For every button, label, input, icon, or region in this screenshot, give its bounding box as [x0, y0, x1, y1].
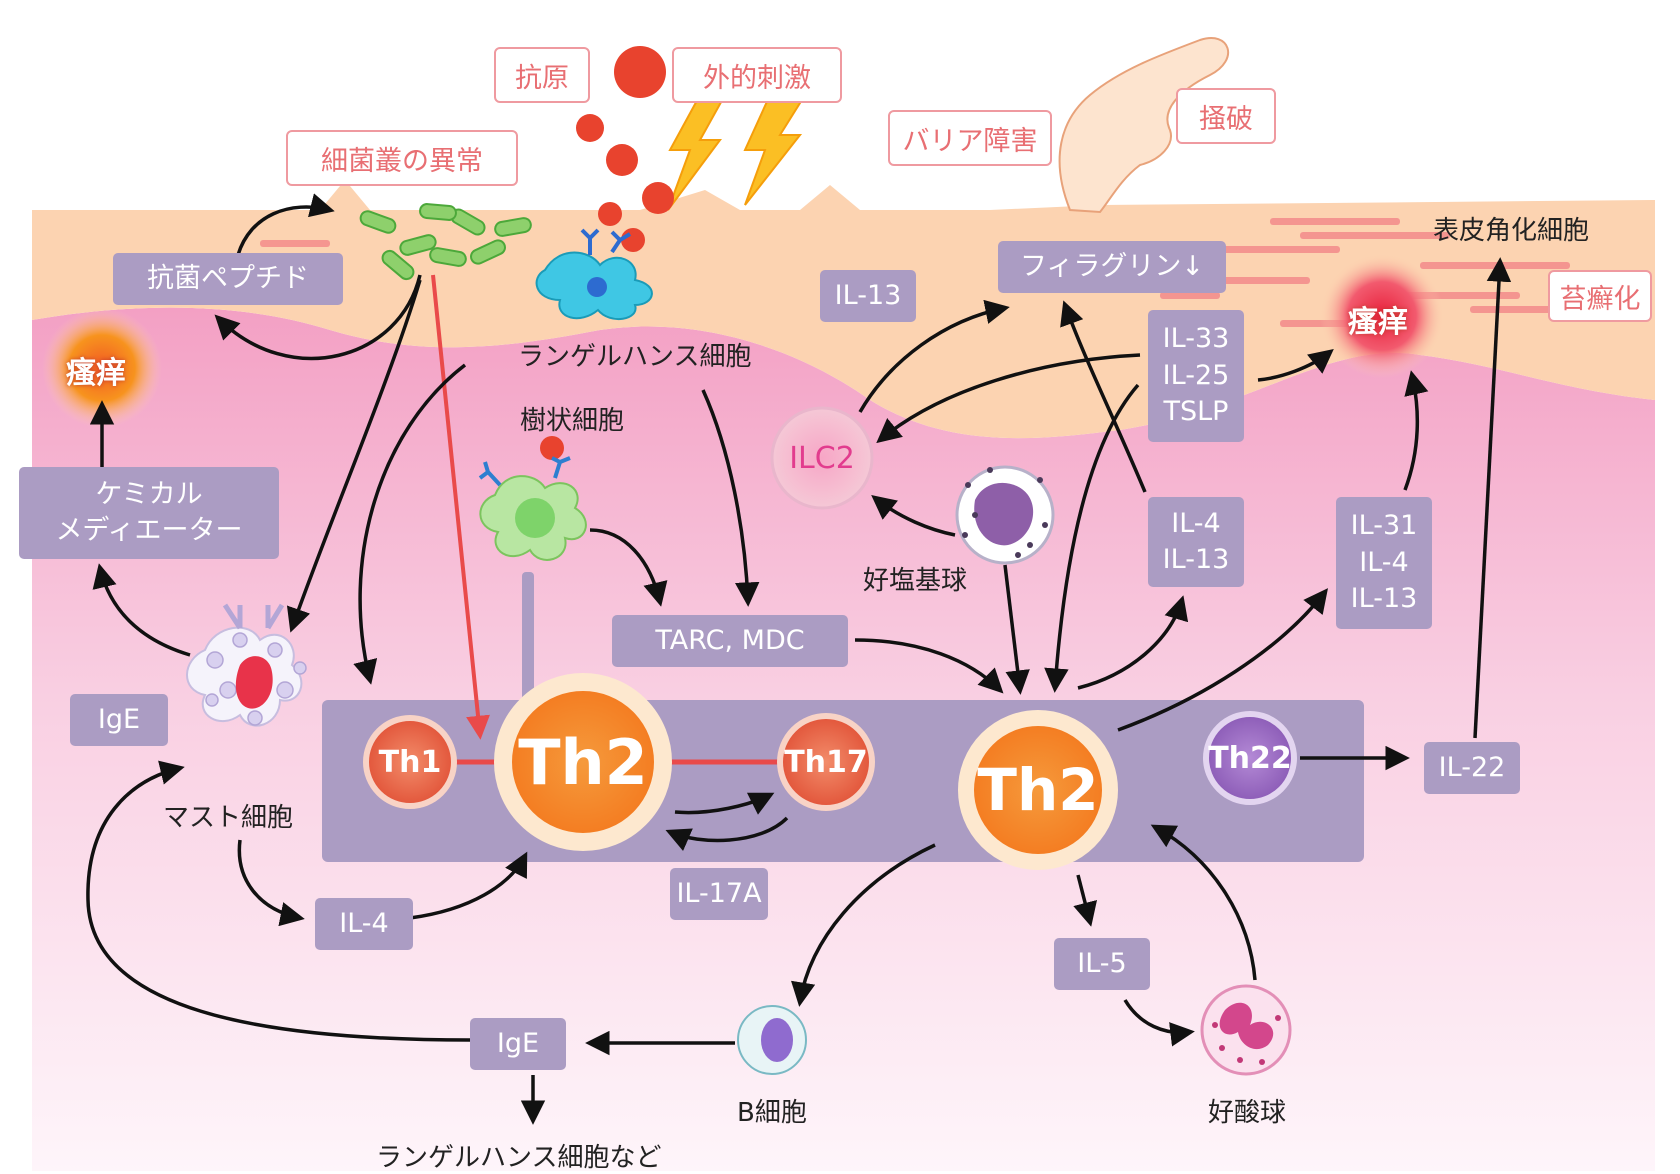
th22-cell-icon	[1203, 711, 1297, 805]
chemical-mediator-box: ケミカル メディエーター	[19, 467, 279, 559]
itch-label-right: 瘙痒	[1348, 305, 1408, 340]
bacteria-cluster	[359, 203, 532, 281]
arrow-il22-to-keratinocyte	[1473, 257, 1512, 739]
il13-top-box: IL-13	[820, 270, 916, 322]
red-arrow-bacteria-to-th1	[431, 274, 490, 740]
arrow-basophil-to-th2	[1003, 564, 1030, 695]
langerhans-nucleus	[587, 277, 607, 297]
th22-label: Th22	[1208, 740, 1292, 776]
th17-cell-icon	[777, 713, 875, 811]
langerhans-cell-label: ランゲルハンス細胞	[518, 342, 752, 372]
arrow-il33-to-ilc2	[876, 353, 1141, 444]
il4-bottom-box: IL-4	[315, 898, 413, 950]
arrow-th17-to-th2	[665, 816, 789, 852]
il17a-box: IL-17A	[670, 868, 768, 920]
eosinophil-label: 好酸球	[1208, 1098, 1287, 1128]
bcell-label: B細胞	[737, 1098, 807, 1128]
external-stimulus-label: 外的刺激	[672, 47, 842, 103]
arrow-eosinophil-to-th2	[1150, 824, 1257, 981]
mast-cell-label: マスト細胞	[163, 803, 294, 833]
arrow-il4-to-th2	[409, 851, 528, 920]
arrow-th2-to-th17	[674, 792, 775, 815]
th2-right-label: Th2	[977, 756, 1099, 824]
bcell-icon	[737, 1005, 807, 1075]
il33-il25-tslp-box: IL-33 IL-25 TSLP	[1148, 310, 1244, 442]
basophil-icon	[955, 465, 1055, 565]
arrow-il5-to-eosinophil	[1123, 999, 1195, 1047]
lightning-icon	[743, 94, 807, 206]
arrow-th2-to-il4il13	[1077, 595, 1189, 690]
itch-label-left: 瘙痒	[66, 356, 126, 391]
arrow-il4il13-to-filaggrin	[1060, 300, 1147, 493]
arrow-ige-to-mast	[86, 760, 471, 1042]
microbiome-label: 細菌叢の異常	[286, 130, 518, 186]
antimicrobial-peptide-box: 抗菌ペプチド	[113, 253, 343, 305]
arrow-il33-to-th2	[1044, 383, 1140, 693]
arrow-epidermis-to-th1	[353, 363, 467, 685]
arrow-th2-to-il31	[1117, 588, 1329, 732]
arrow-bacteria-to-mast	[286, 279, 422, 633]
ige-left-box: IgE	[70, 694, 168, 746]
ige-bottom-box: IgE	[470, 1018, 566, 1070]
antigen-particles	[540, 46, 674, 460]
basophil-label: 好塩基球	[863, 566, 968, 596]
itch-glow-right	[1320, 254, 1444, 378]
il22-box: IL-22	[1424, 742, 1520, 794]
arrow-dendritic-to-tarc	[589, 528, 668, 607]
langerhans-etc-label: ランゲルハンス細胞など	[376, 1143, 662, 1173]
arrow-ilc2-to-filaggrin	[858, 299, 1010, 413]
th2-left-cell-icon	[494, 673, 672, 851]
arrow-mast-to-il4	[237, 839, 305, 927]
th2-left-label: Th2	[518, 725, 648, 799]
scratching-label: 掻破	[1176, 88, 1276, 144]
il5-box: IL-5	[1054, 938, 1150, 990]
mast-cell-icon	[186, 603, 307, 727]
arrow-mast-to-chem	[92, 563, 191, 657]
arrow-th2-to-il5	[1073, 874, 1098, 927]
filaggrin-box: フィラグリン↓	[998, 241, 1226, 293]
itch-glow-left	[42, 308, 162, 428]
eosinophil-icon	[1200, 984, 1292, 1076]
dendritic-receptor	[478, 456, 571, 487]
th2-right-cell-icon	[958, 710, 1118, 870]
dendritic-nucleus	[515, 498, 555, 538]
dendritic-stem	[522, 572, 534, 700]
th17-label: Th17	[784, 744, 868, 780]
keratinocyte-label: 表皮角化細胞	[1433, 216, 1590, 246]
arrow-il31-to-itch	[1403, 370, 1429, 491]
finger-icon	[1058, 37, 1230, 214]
th1-label: Th1	[378, 744, 442, 780]
arrow-basophil-to-ilc2	[871, 494, 956, 537]
arrow-il33-to-itch	[1257, 348, 1334, 382]
th1-cell-icon	[363, 715, 457, 809]
arrow-th2-to-bcell	[791, 843, 936, 1007]
arrow-tarc-to-th2	[854, 638, 1004, 694]
arrow-bacteria-to-amp	[214, 274, 422, 361]
il31-il4-il13-box: IL-31 IL-4 IL-13	[1336, 497, 1432, 629]
arrow-langerhans-to-tarc	[701, 389, 760, 607]
antigen-label: 抗原	[494, 47, 590, 103]
barrier-label: バリア障害	[888, 110, 1052, 166]
dendritic-cell-label: 樹状細胞	[520, 406, 625, 436]
langerhans-receptor	[580, 228, 632, 255]
il4-il13-box: IL-4 IL-13	[1148, 497, 1244, 587]
arrow-amp-to-bacteria	[236, 193, 335, 256]
lichen-label: 苔癬化	[1548, 270, 1652, 322]
tarc-mdc-box: TARC, MDC	[612, 615, 848, 667]
ilc2-cell-icon	[770, 406, 874, 510]
ilc2-label: ILC2	[789, 440, 855, 476]
